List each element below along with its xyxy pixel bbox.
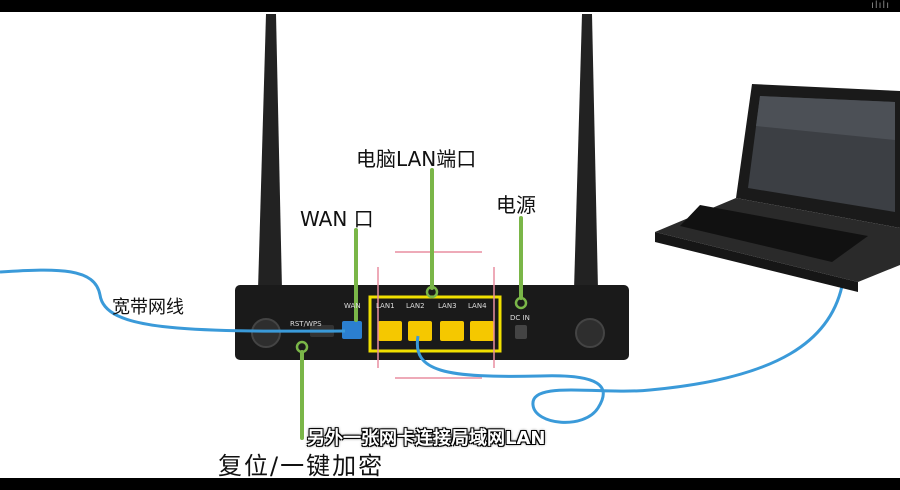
video-subtitle: 另外一张网卡连接局域网LAN	[307, 428, 546, 449]
broadband-cable	[0, 268, 346, 333]
rst-wps-port-label: RST/WPS	[290, 320, 322, 328]
lan3-port-label: LAN3	[438, 302, 457, 310]
lan4-port	[470, 321, 494, 341]
right-antenna	[572, 14, 602, 307]
lan-cable	[415, 285, 844, 424]
lan4-port-label: LAN4	[468, 302, 487, 310]
lan1-port	[378, 321, 402, 341]
lan1-port-label: LAN1	[376, 302, 395, 310]
lan-ports	[378, 321, 494, 341]
power-label: 电源	[496, 193, 536, 217]
dc-in-port	[515, 325, 527, 339]
top-letterbox	[0, 0, 900, 12]
reset-wps-label: 复位/一键加密	[218, 452, 385, 480]
left-antenna	[256, 14, 286, 307]
wan-port	[342, 321, 362, 339]
bottom-letterbox	[0, 478, 900, 490]
broadband-line-label: 宽带网线	[112, 297, 184, 318]
wan-port-callout-label: WAN 口	[300, 207, 374, 231]
lan2-port-label: LAN2	[406, 302, 425, 310]
callout-dot-lan	[425, 285, 439, 299]
lan3-port	[440, 321, 464, 341]
callout-lines	[300, 168, 523, 440]
router-body	[235, 285, 629, 360]
pc-lan-port-label: 电脑LAN端口	[356, 147, 477, 171]
callout-dot-power	[514, 296, 528, 310]
lan2-port	[408, 321, 432, 341]
watermark: ılılı	[871, 0, 890, 11]
wan-port-label: WAN	[344, 302, 361, 310]
laptop	[655, 84, 900, 292]
callout-dot-reset	[295, 340, 309, 354]
lan-bracket	[377, 251, 495, 379]
dc-in-port-label: DC IN	[510, 314, 530, 322]
